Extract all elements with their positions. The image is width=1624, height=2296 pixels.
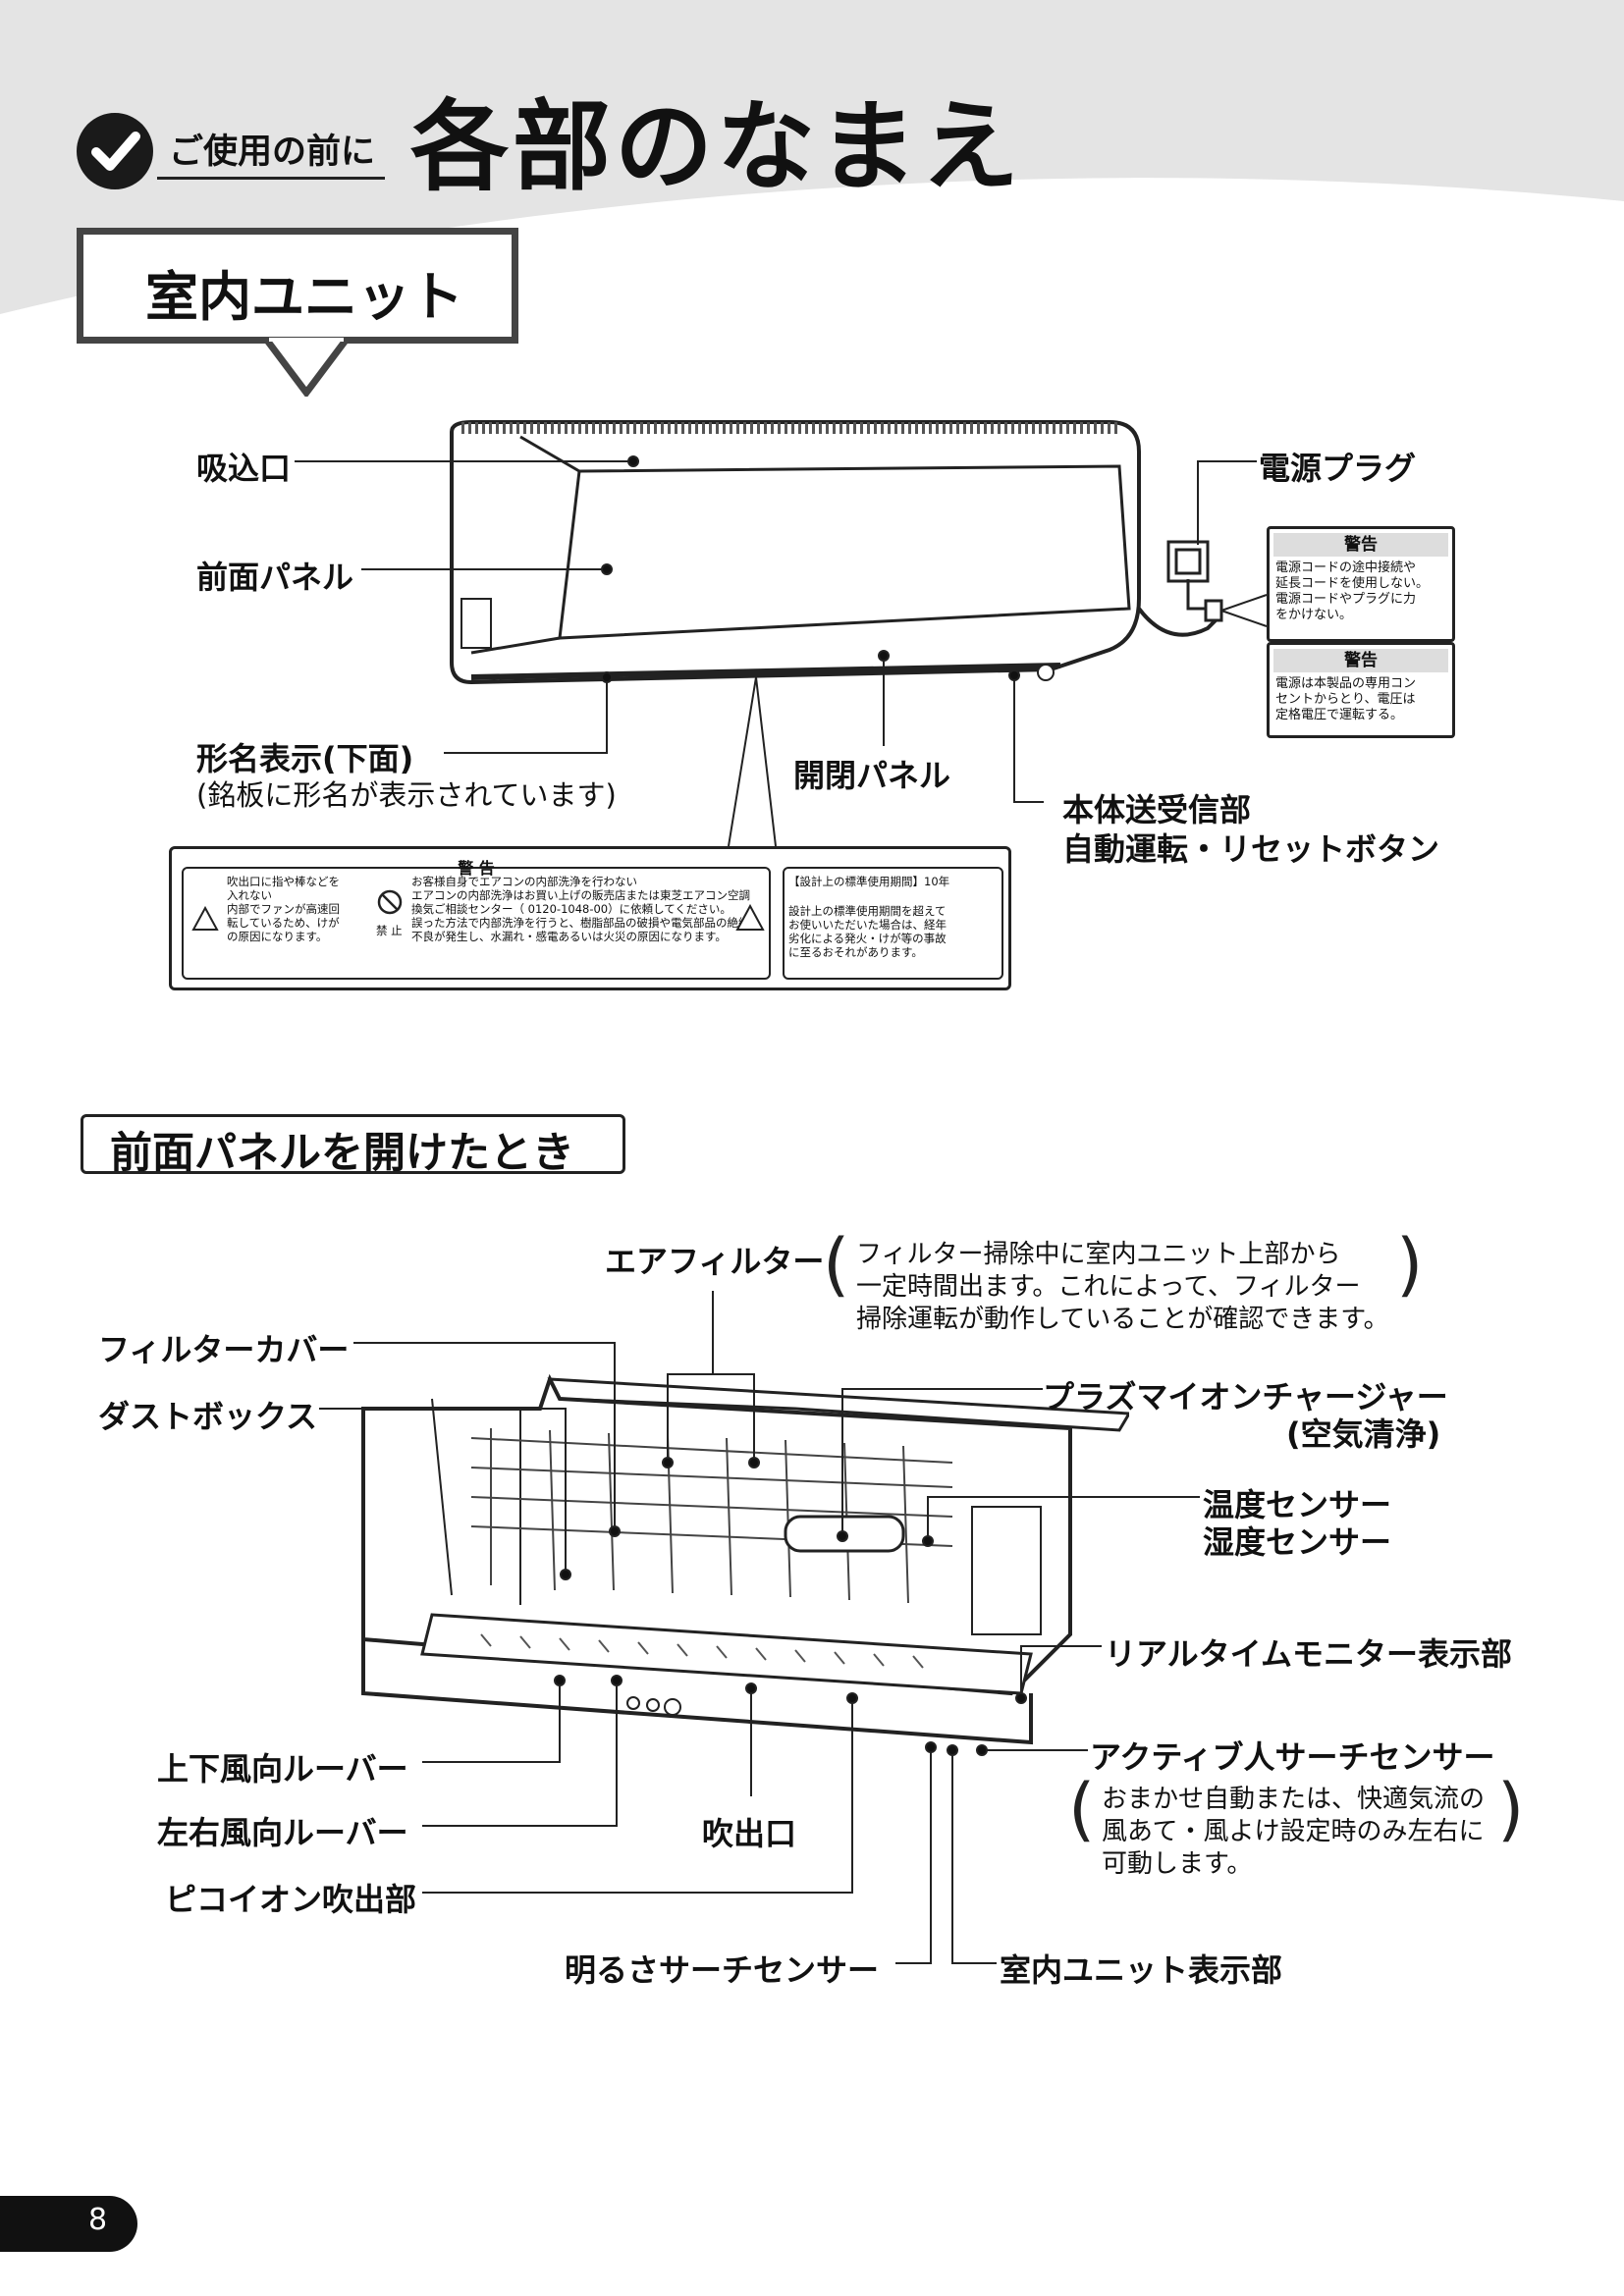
section2-heading-box (81, 1114, 625, 1174)
air-filter-note: フィルター掃除中に室内ユニット上部から 一定時間出ます。これによって、フィルター… (856, 1239, 1389, 1336)
prohibit-label: 禁 止 (376, 924, 403, 937)
label-humidity-sensor: 湿度センサー (1203, 1523, 1392, 1561)
label-power-plug: 電源プラグ (1259, 450, 1417, 487)
plug-warning-1: 警告 電源コードの途中接続や 延長コードを使用しない。 電源コードやプラグに力 … (1267, 526, 1455, 642)
label-text: 換気ご相談センター（ 0120-1048-00）に依頼してください。 (411, 902, 731, 916)
label-plasma-ion-charger: プラズマイオンチャージャー (1043, 1378, 1448, 1415)
note-line: おまかせ自動または、快適気流の (1102, 1785, 1486, 1814)
checkmark-icon (77, 113, 153, 189)
caution-icon (191, 906, 219, 931)
warning-line: セントからとり、電圧は (1275, 692, 1416, 707)
label-transceiver: 本体送受信部 (1062, 791, 1252, 828)
label-model-display: 形名表示(下面) (196, 740, 414, 777)
label-text: エアコンの内部洗浄はお買い上げの販売店または東芝エアコン空調 (411, 888, 750, 902)
warning-line: 電源は本製品の専用コン (1275, 676, 1417, 691)
label-front-panel: 前面パネル (196, 559, 354, 596)
label-dust-box: ダストボックス (98, 1398, 318, 1435)
human-sensor-note: おまかせ自動または、快適気流の 風あて・風よけ設定時のみ左右に 可動します。 (1102, 1784, 1485, 1881)
label-model-display-note: (銘板に形名が表示されています) (196, 778, 617, 812)
plug-warning-2: 警告 電源は本製品の専用コン セントからとり、電圧は 定格電圧で運転する。 (1267, 642, 1455, 738)
label-text: お使いいただいた場合は、経年 (788, 918, 947, 932)
note-brace-left: ( (823, 1224, 850, 1305)
label-text: 劣化による発火・けが等の事故 (788, 932, 947, 945)
note-brace-right: ) (1497, 1769, 1525, 1849)
label-pico-ion: ピコイオン吹出部 (165, 1881, 417, 1918)
label-text: 転しているため、けが (227, 916, 340, 930)
note-line: 掃除運転が動作していることが確認できます。 (856, 1305, 1389, 1334)
warning-line: 電源コードの途中接続や (1275, 561, 1417, 575)
warning-line: 定格電圧で運転する。 (1275, 708, 1404, 722)
label-open-close-panel: 開閉パネル (793, 757, 951, 794)
page-number-tab (0, 2196, 137, 2252)
period-heading: 【設計上の標準使用期間】10年 (788, 875, 950, 888)
indoor-unit-illustration (450, 420, 1219, 685)
leader-lines-section1 (295, 455, 1257, 847)
label-outlet: 吹出口 (702, 1815, 797, 1852)
label-horizontal-louver: 左右風向ルーバー (157, 1814, 408, 1851)
callout-pointer (263, 338, 351, 397)
section-heading-open-panel: 前面パネルを開けたとき (110, 1129, 574, 1178)
section-callout-box (77, 228, 518, 344)
header-background (0, 0, 1624, 314)
caution-icon (735, 904, 765, 931)
page-title: 各部のなまえ (410, 89, 1023, 204)
label-text: 内部でファンが高速回 (227, 902, 340, 916)
label-vertical-louver: 上下風向ルーバー (157, 1750, 408, 1788)
note-brace-left: ( (1068, 1769, 1096, 1849)
label-intake: 吸込口 (196, 450, 292, 487)
label-brightness-sensor: 明るさサーチセンサー (565, 1951, 880, 1989)
label-plasma-sub: (空気清浄) (1286, 1415, 1441, 1453)
note-brace-right: ) (1396, 1224, 1424, 1305)
warning-line: をかけない。 (1275, 608, 1353, 622)
label-air-filter: エアフィルター (605, 1243, 825, 1280)
label-text: に至るおそれがあります。 (788, 945, 923, 959)
note-line: 一定時間出ます。これによって、フィルター (856, 1272, 1361, 1302)
usage-period-label: 【設計上の標準使用期間】10年 設計上の標準使用期間を超えて お使いいただいた場… (735, 867, 1003, 980)
note-line: フィルター掃除中に室内ユニット上部から (856, 1240, 1341, 1269)
label-text: 不良が発生し、水漏れ・感電あるいは火災の原因になります。 (411, 930, 727, 943)
prohibition-icon (377, 889, 403, 915)
label-text: 吹出口に指や棒などを (227, 875, 340, 888)
note-line: 可動します。 (1102, 1849, 1253, 1879)
label-text: 入れない (227, 888, 272, 902)
warning-heading: 警告 (1273, 533, 1448, 557)
leader-lines-section2 (319, 1291, 1200, 1964)
note-line: 風あて・風よけ設定時のみ左右に (1102, 1817, 1485, 1846)
warning-label-title: 警 告 (458, 859, 495, 878)
label-filter-cover: フィルターカバー (98, 1331, 350, 1368)
product-label-sheet: 警 告 吹出口に指や棒などを 入れない 内部でファンが高速回 転しているため、け… (169, 846, 1011, 990)
page-number: 8 (88, 2203, 108, 2237)
warning-heading: 警告 (1273, 649, 1448, 672)
power-plug-icon (1166, 540, 1268, 627)
label-realtime-monitor: リアルタイムモニター表示部 (1105, 1635, 1513, 1673)
label-text: の原因になります。 (227, 930, 328, 943)
label-active-human-sensor: アクティブ人サーチセンサー (1090, 1738, 1495, 1776)
label-auto-reset-button: 自動運転・リセットボタン (1062, 830, 1440, 868)
label-indoor-display: 室内ユニット表示部 (1000, 1951, 1283, 1989)
label-text: 設計上の標準使用期間を超えて (788, 904, 947, 918)
label-temperature-sensor: 温度センサー (1203, 1486, 1392, 1523)
open-unit-illustration (361, 1373, 1129, 1745)
warning-label: 警 告 吹出口に指や棒などを 入れない 内部でファンが高速回 転しているため、け… (182, 859, 771, 980)
label-text: 誤った方法で内部洗浄を行うと、樹脂部品の破損や電気部品の絶縁 (411, 916, 750, 930)
warning-line: 延長コードを使用しない。 (1275, 576, 1430, 591)
page-subtitle: ご使用の前に (169, 133, 376, 172)
section-heading-indoor-unit: 室内ユニット (145, 266, 463, 328)
label-text: お客様自身でエアコンの内部洗浄を行わない (411, 875, 637, 888)
warning-line: 電源コードやプラグに力 (1275, 592, 1417, 607)
subtitle-underline (157, 177, 385, 180)
